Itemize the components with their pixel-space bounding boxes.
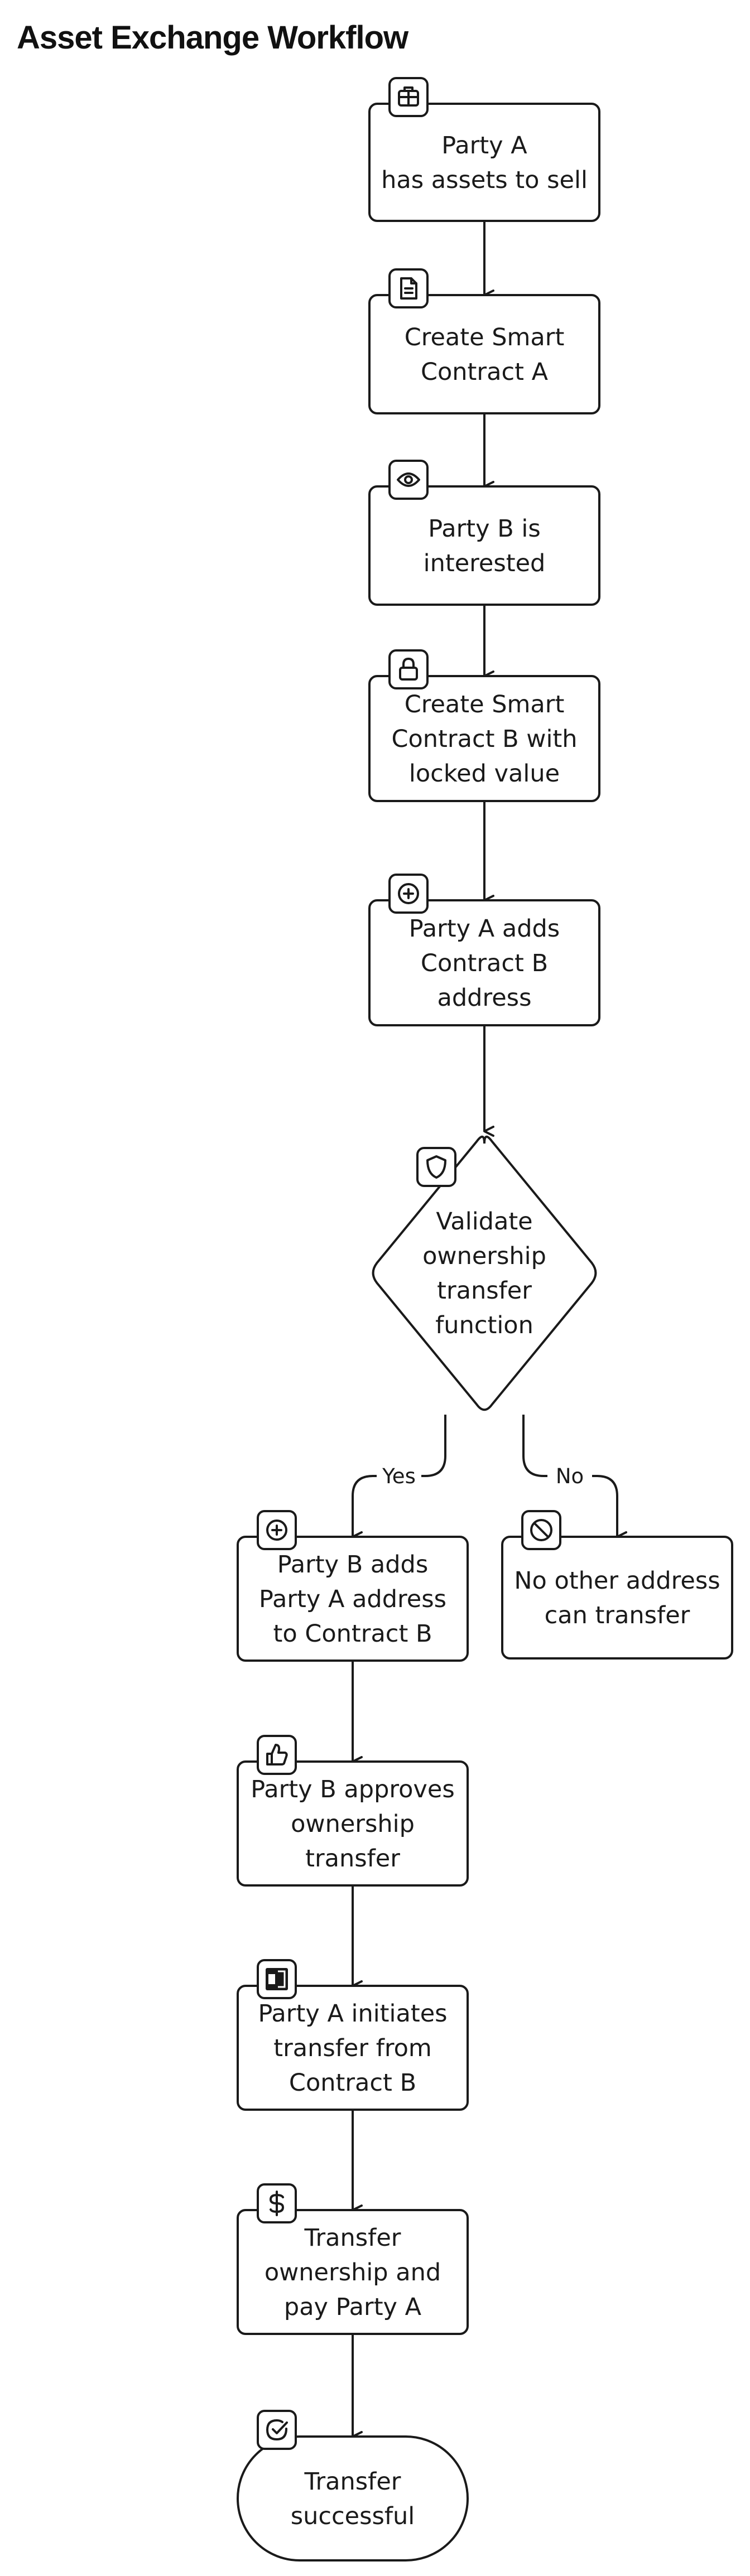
node-party-a-initiates-shape xyxy=(237,1985,469,2111)
briefcase-icon xyxy=(388,77,429,117)
edge-label-no: No xyxy=(556,1464,584,1488)
terminal-transfer-successful-shape xyxy=(237,2435,469,2561)
edges: Yes No xyxy=(352,221,627,2442)
node-no-other-address-shape xyxy=(501,1536,733,1660)
document-icon xyxy=(388,268,429,308)
decision-validate-ownership-shape xyxy=(372,1135,597,1411)
edge-label-yes-group: Yes xyxy=(377,1463,421,1489)
node-party-b-adds-address-shape xyxy=(237,1536,469,1662)
node-transfer-and-pay-shape xyxy=(237,2209,469,2335)
thumbs-up-icon xyxy=(257,1735,297,1775)
exchange-logo-icon xyxy=(257,1959,297,1999)
edge-label-no-group: No xyxy=(547,1463,592,1489)
node-party-b-interested-shape xyxy=(368,485,600,606)
plus-circle-icon xyxy=(388,874,429,914)
node-party-a-has-assets-shape xyxy=(368,103,600,222)
edge-label-yes-background xyxy=(377,1463,421,1489)
node-party-a-adds-address-shape xyxy=(368,899,600,1026)
lock-icon xyxy=(388,649,429,689)
dollar-icon xyxy=(257,2183,297,2223)
node-create-contract-a-shape xyxy=(368,294,600,414)
node-party-b-approves-shape xyxy=(237,1760,469,1887)
node-create-contract-b-shape xyxy=(368,675,600,802)
prohibited-icon xyxy=(521,1510,561,1550)
shield-icon xyxy=(416,1147,456,1187)
diagram-title: Asset Exchange Workflow xyxy=(17,20,409,56)
edge-label-no-background xyxy=(547,1463,592,1489)
edge-label-yes: Yes xyxy=(382,1464,416,1488)
check-circle-icon xyxy=(257,2410,297,2450)
plus-circle-icon xyxy=(257,1510,297,1550)
eye-icon xyxy=(388,460,429,500)
